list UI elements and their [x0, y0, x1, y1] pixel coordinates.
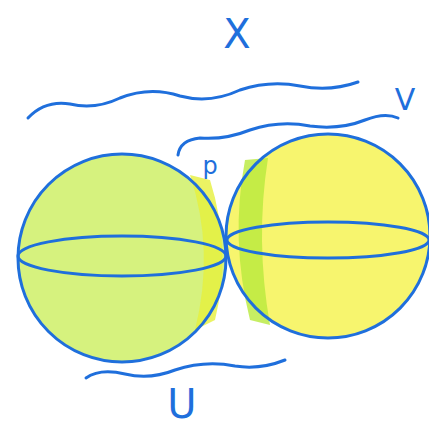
- right-sphere-equator: [227, 222, 429, 258]
- right-sphere-outline: [226, 134, 429, 338]
- left-sphere-fill: [18, 154, 226, 362]
- set-label: V: [395, 85, 416, 115]
- v-brace-wave: [178, 115, 398, 155]
- left-sphere-outline: [18, 154, 226, 362]
- right-sphere-fill: [226, 134, 429, 338]
- right-sphere-shade: [239, 158, 270, 325]
- u-brace-wave: [86, 360, 285, 378]
- x-brace-wave: [28, 82, 358, 118]
- set-label: X: [223, 14, 250, 54]
- set-label: U: [167, 384, 196, 424]
- left-sphere-equator: [18, 236, 226, 276]
- set-label: p: [202, 154, 217, 178]
